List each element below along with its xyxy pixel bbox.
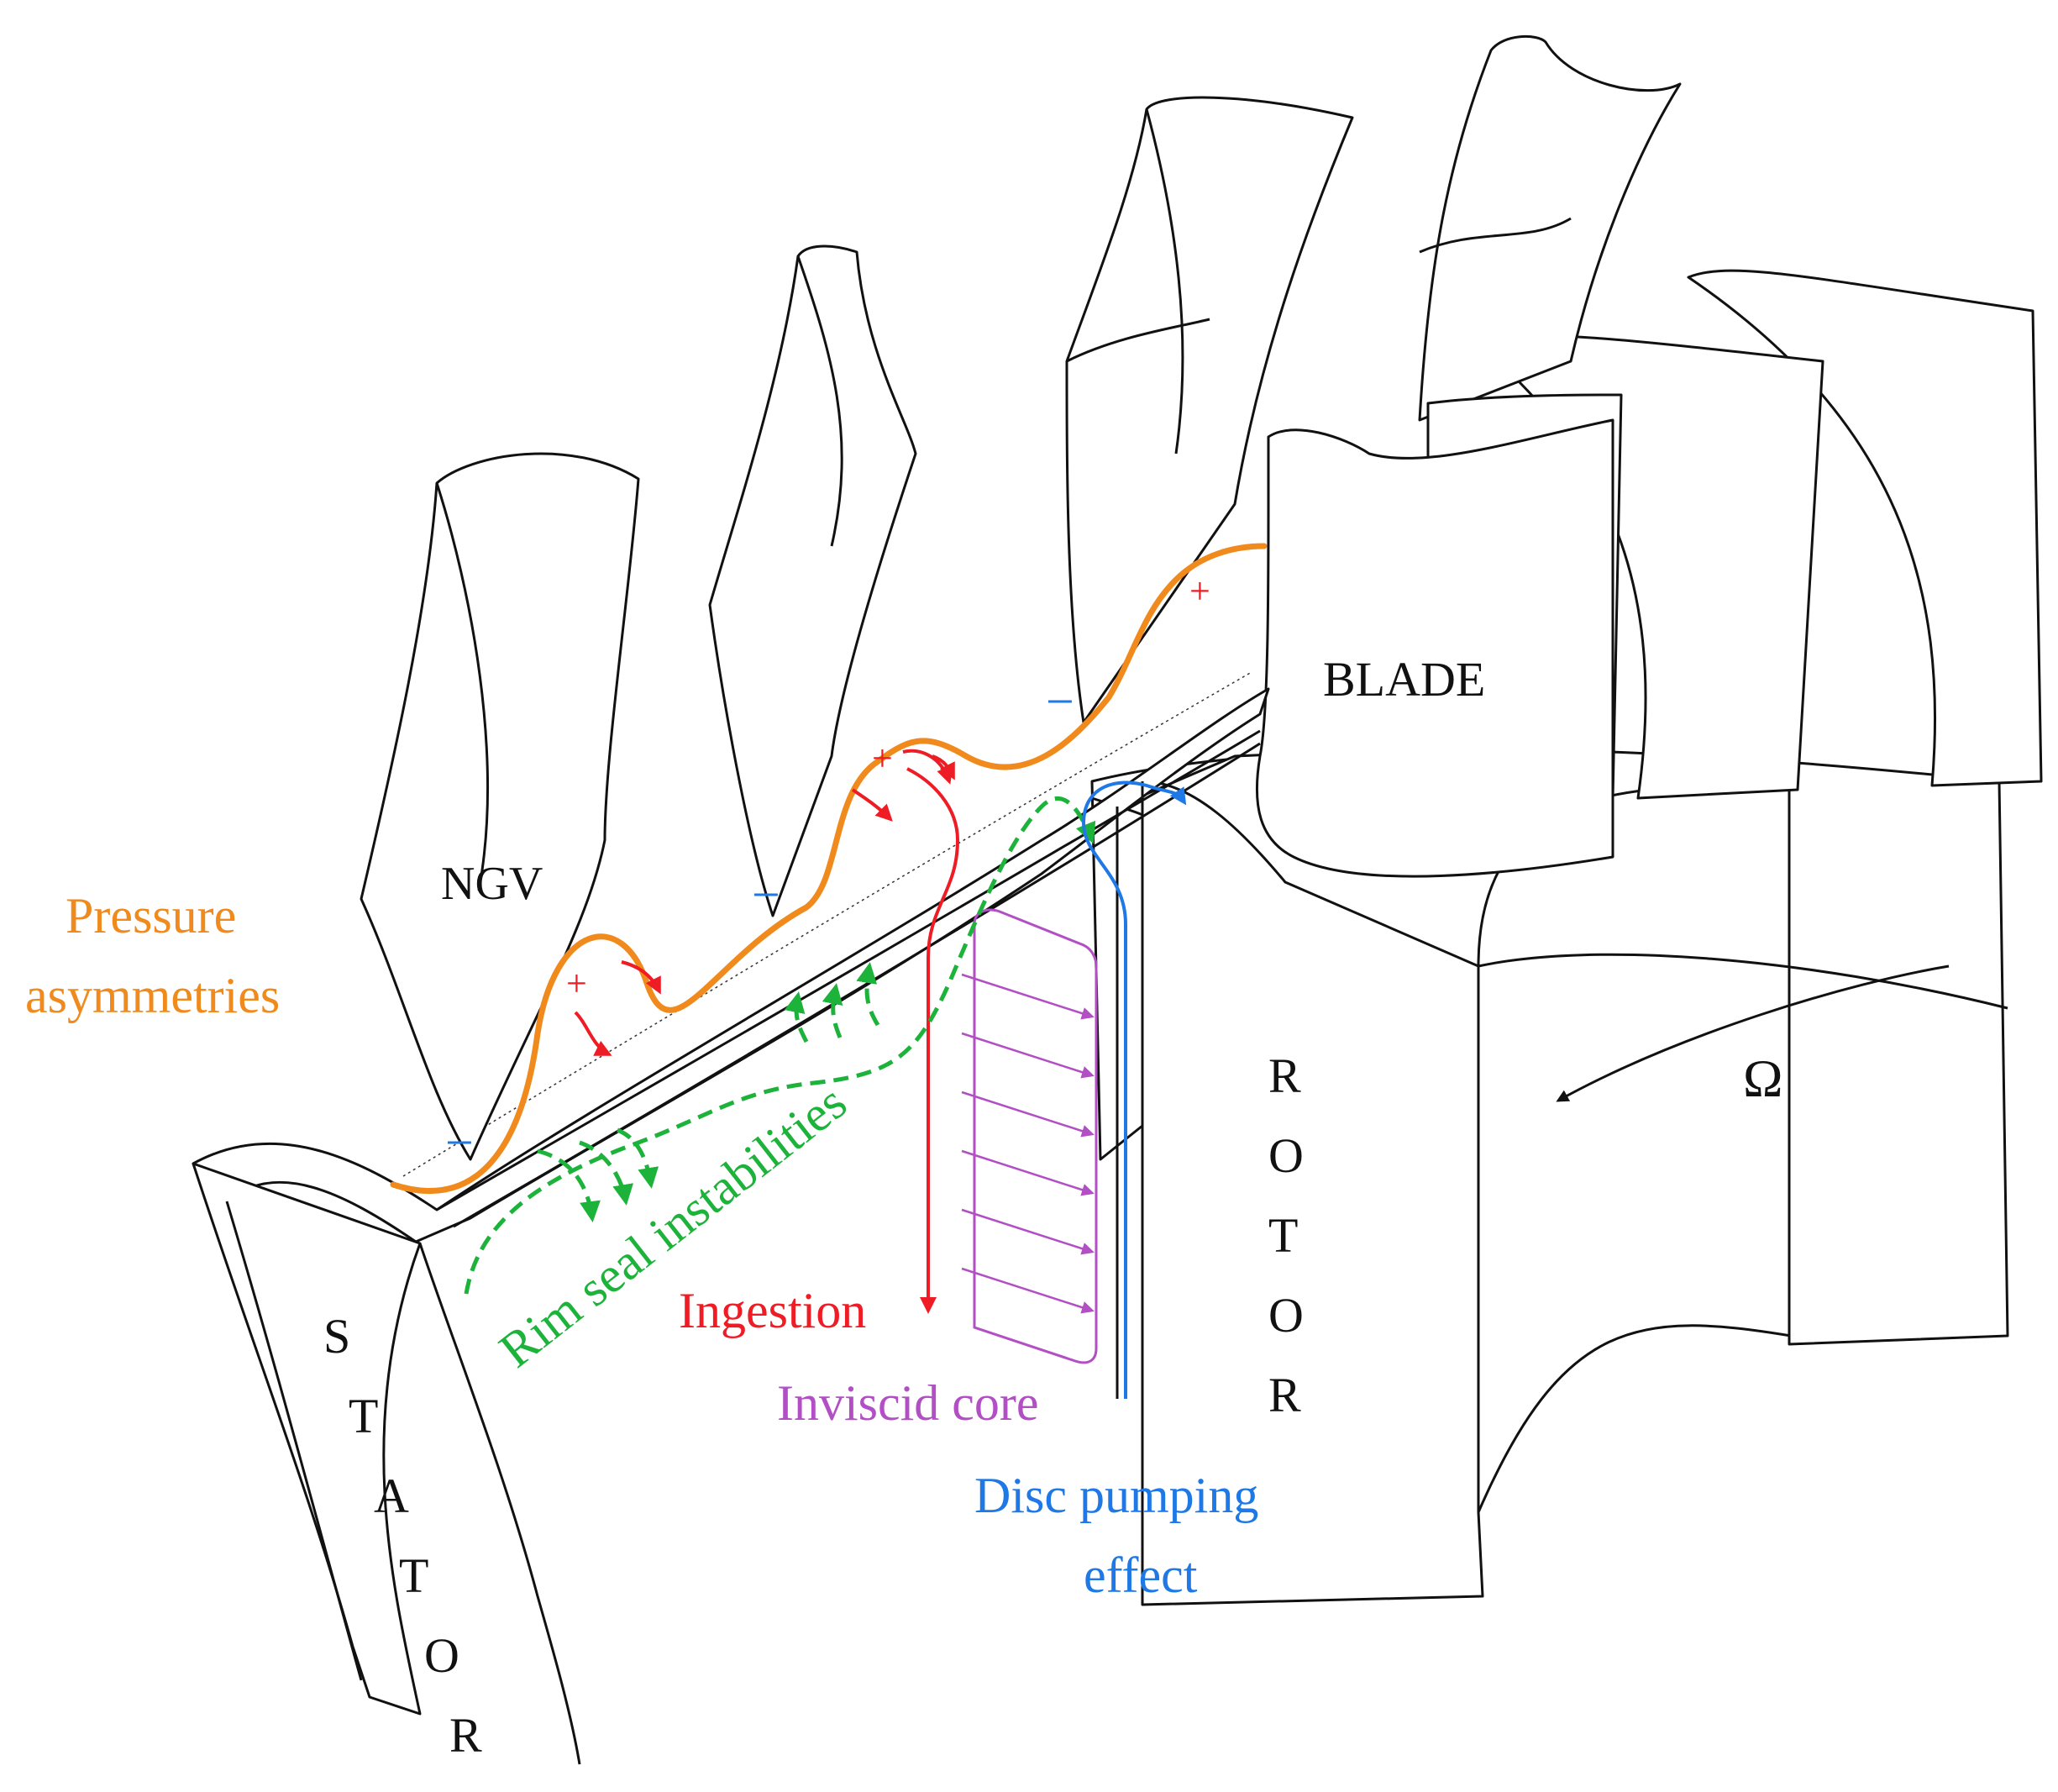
inviscid-core-label: Inviscid core [777, 1375, 1039, 1431]
plus-marker-2: + [872, 738, 893, 779]
plus-marker-1: + [566, 963, 587, 1004]
blade-back-3 [1687, 269, 2043, 787]
stator-disc-face [192, 1162, 422, 1716]
minus-marker-3: − [1046, 674, 1074, 729]
pressure-label-line2: asymmetries [25, 968, 280, 1023]
nozzle-guide-vanes: NGV [360, 96, 1354, 1161]
core-profile-arrow-2 [961, 1032, 1095, 1079]
rotation-arrow [1556, 964, 1950, 1102]
ingestion-label: Ingestion [679, 1283, 866, 1338]
core-profile-arrow-1 [961, 973, 1095, 1020]
ngv-1 [360, 452, 640, 1161]
core-profile-arrow-3 [961, 1090, 1095, 1138]
rim-seal-arrow-5 [822, 983, 843, 1038]
blade-label: BLADE [1323, 652, 1485, 707]
disc-pumping-label-line1: Disc pumping [974, 1468, 1258, 1523]
pressure-markers: − − − + + + [445, 570, 1210, 1170]
rotor-letter: R [1268, 1048, 1301, 1103]
stator-back-face [418, 1243, 581, 1765]
rotor-label: R O T O R [1268, 1048, 1304, 1422]
rotor-letter: O [1268, 1128, 1304, 1183]
rim-seal-arrow-6 [856, 962, 880, 1027]
omega-label: Ω [1743, 1048, 1783, 1108]
rim-seal-arrow-1 [537, 1148, 601, 1222]
rim-seal-wave [464, 796, 1096, 1295]
ingestion-arrow-1 [574, 1011, 612, 1056]
stator-letter: T [349, 1389, 378, 1443]
inviscid-core [961, 908, 1098, 1364]
ingestion-arrow-5 [902, 749, 953, 785]
ngv-2 [708, 244, 917, 917]
minus-marker-2: − [752, 867, 780, 922]
stator-letter: T [399, 1548, 428, 1603]
pressure-wave [390, 543, 1268, 1194]
rotor-blades: BLADE [1255, 34, 2043, 878]
disc-pumping-flow [1081, 780, 1187, 1399]
ingestion-arrow-3 [851, 788, 893, 822]
rotor-letter: T [1268, 1208, 1298, 1263]
ingestion-flow [574, 749, 960, 1314]
stator-letter: R [449, 1708, 482, 1763]
minus-marker-1: − [445, 1115, 474, 1170]
rotor-letter: R [1268, 1368, 1301, 1422]
rim-seal-arrow-2 [579, 1140, 634, 1206]
disc-pumping-label-line2: effect [1084, 1548, 1198, 1603]
pressure-label-line1: Pressure [66, 888, 236, 943]
stator-platform [192, 671, 1270, 1765]
core-profile-arrow-5 [961, 1208, 1095, 1255]
ngv-label: NGV [441, 858, 543, 910]
stator-label: S T A T O R [323, 1309, 482, 1763]
blade-front [1255, 418, 1614, 878]
stator-letter: S [323, 1309, 350, 1364]
core-profile-arrow-6 [961, 1267, 1095, 1314]
core-profile-arrow-4 [961, 1149, 1095, 1196]
rim-seal-instabilities [464, 796, 1096, 1295]
ingestion-main [906, 767, 960, 1314]
ngv-3 [1065, 96, 1354, 724]
rim-seal-arrow-3 [616, 1127, 659, 1189]
stator-letter: A [374, 1469, 409, 1523]
plus-marker-3: + [1189, 570, 1210, 612]
rim-seal-arrow-4 [784, 991, 809, 1043]
ingestion-arrow-2 [621, 960, 661, 995]
rotor-letter: O [1268, 1288, 1304, 1343]
stator-letter: O [424, 1628, 459, 1683]
